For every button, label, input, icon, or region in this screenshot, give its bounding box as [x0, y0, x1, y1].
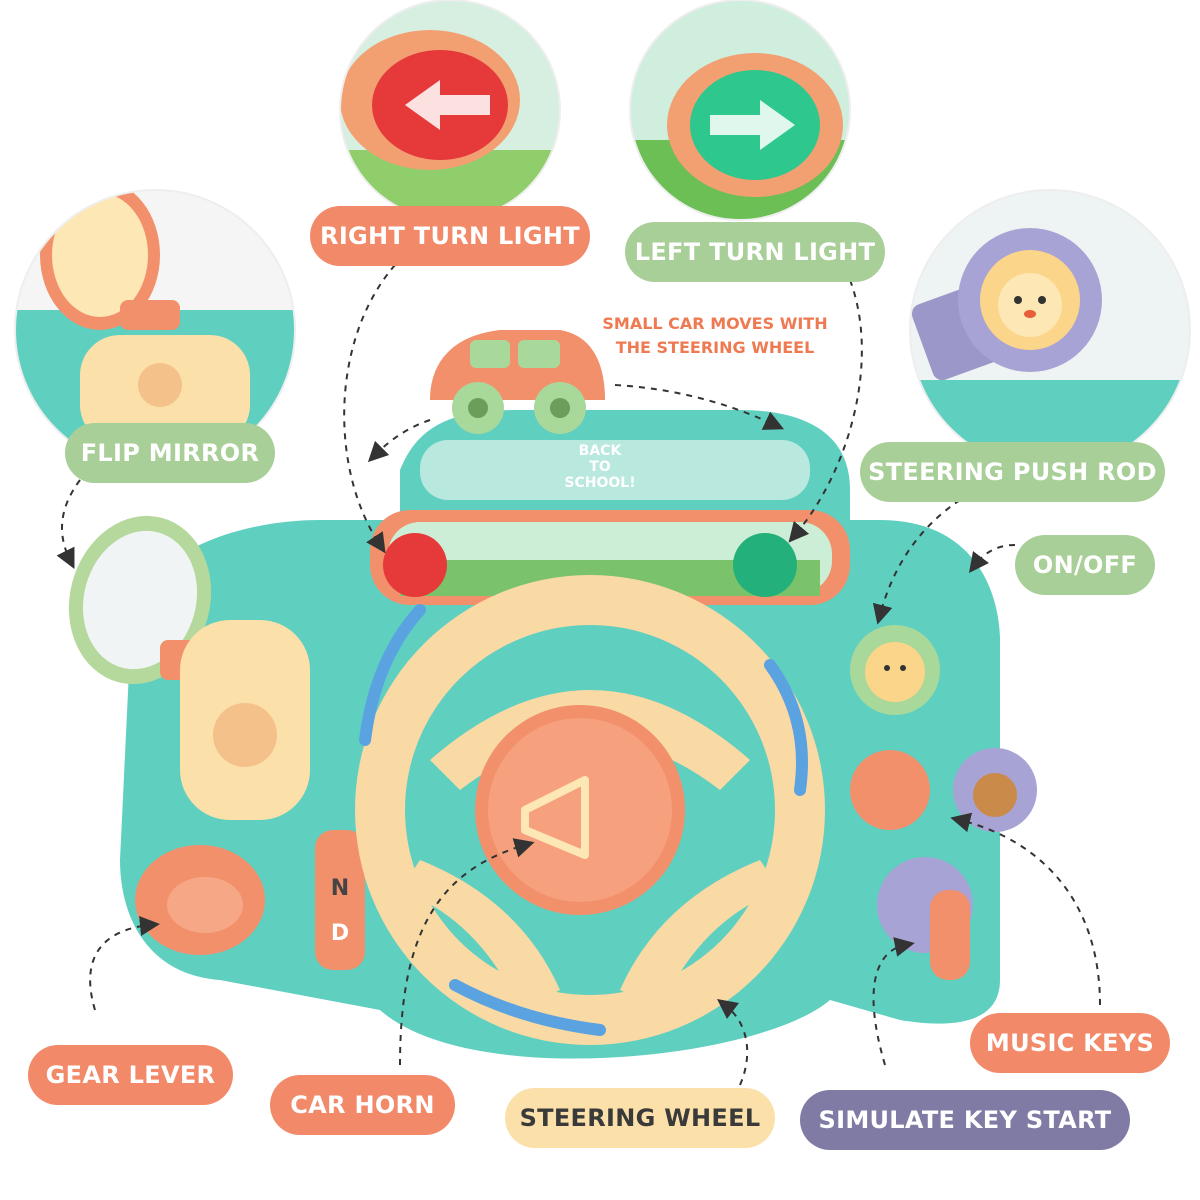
- gear-lever: [135, 830, 365, 970]
- small-car: [430, 330, 605, 434]
- lion-button: [850, 625, 940, 715]
- screen-text-line2: TO: [589, 459, 611, 475]
- label-gear-lever: GEAR LEVER: [28, 1045, 233, 1105]
- label-music-keys: MUSIC KEYS: [970, 1013, 1170, 1073]
- red-turn-light-detail: [340, 0, 560, 220]
- screen-text-line3: SCHOOL!: [564, 475, 635, 491]
- steering-push-rod-detail: [910, 190, 1190, 470]
- left-arrow-icon: [405, 80, 490, 130]
- right-arrow-icon: [710, 100, 795, 150]
- gear-n-label: N: [331, 876, 349, 901]
- gear-d-label: D: [331, 921, 349, 946]
- small-car-caption-line2: THE STEERING WHEEL: [615, 338, 815, 357]
- label-steering-push-rod: STEERING PUSH ROD: [860, 442, 1165, 502]
- label-flip-mirror: FLIP MIRROR: [65, 423, 275, 483]
- label-right-turn-light: RIGHT TURN LIGHT: [310, 206, 590, 266]
- callout-arrows: [56, 264, 1101, 1086]
- screen-text: BACK TO SCHOOL!: [564, 443, 635, 491]
- label-on-off: ON/OFF: [1015, 535, 1155, 595]
- music-key-orange: [850, 750, 930, 830]
- small-car-caption: SMALL CAR MOVES WITH THE STEERING WHEEL: [560, 312, 870, 360]
- green-turn-light-detail: [630, 0, 850, 220]
- label-steering-wheel: STEERING WHEEL: [505, 1088, 775, 1148]
- label-left-turn-light: LEFT TURN LIGHT: [625, 222, 885, 282]
- label-car-horn: CAR HORN: [270, 1075, 455, 1135]
- label-simulate-key-start: SIMULATE KEY START: [800, 1090, 1130, 1150]
- small-car-caption-line1: SMALL CAR MOVES WITH: [602, 314, 828, 333]
- side-mirror: [68, 515, 212, 685]
- screen-text-line1: BACK: [579, 443, 623, 459]
- steering-wheel: [355, 575, 825, 1045]
- horn-icon: [521, 776, 589, 859]
